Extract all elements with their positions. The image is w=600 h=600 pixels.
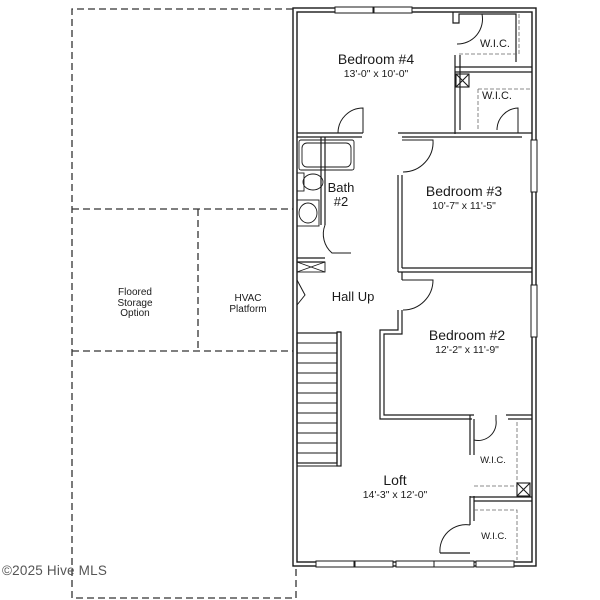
wic-label-3: W.I.C.	[480, 455, 506, 466]
room-dimensions: 14'-3" x 12'-0"	[362, 488, 428, 501]
room-name: Bedroom #4	[337, 51, 415, 67]
interior-walls	[296, 12, 532, 554]
storage-line3: Option	[120, 308, 150, 319]
storage-line1: Floored	[118, 287, 152, 298]
attic-outline	[71, 8, 297, 599]
doors	[296, 13, 519, 554]
room-name: Loft	[383, 472, 407, 488]
room-dimensions: 13'-0" x 10'-0"	[343, 67, 409, 80]
storage-label: Floored Storage Option	[117, 287, 153, 320]
bath-label-line2: #2	[333, 194, 349, 210]
room-hall: Hall Up	[331, 289, 375, 304]
hvac-label: HVAC Platform	[229, 293, 267, 315]
room-dimensions: 12'-2" x 11'-9"	[435, 343, 499, 356]
room-bath-2: Bath #2	[327, 180, 355, 210]
wic-label-1: W.I.C.	[480, 38, 510, 50]
watermark: ©2025 Hive MLS	[2, 563, 108, 578]
room-dimensions: 10'-7" x 11'-5"	[432, 199, 496, 212]
closet-shelves	[459, 14, 532, 560]
storage-line2: Storage	[117, 297, 153, 309]
room-name: Bedroom #3	[425, 183, 503, 199]
room-name: Bedroom #2	[428, 327, 506, 343]
room-bedroom-2: Bedroom #2 12'-2" x 11'-9"	[429, 327, 505, 356]
bath-label-line1: Bath	[327, 180, 355, 195]
hvac-line1: HVAC	[234, 293, 262, 304]
bath-fixtures	[296, 139, 355, 273]
room-loft: Loft 14'-3" x 12'-0"	[363, 472, 428, 501]
wic-label-4: W.I.C.	[481, 531, 507, 542]
room-bedroom-4: Bedroom #4 13'-0" x 10'-0"	[338, 51, 414, 80]
stair-treads	[297, 342, 341, 467]
wic-label-2: W.I.C.	[482, 90, 512, 102]
room-bedroom-3: Bedroom #3 10'-7" x 11'-5"	[426, 183, 502, 212]
windows	[315, 6, 538, 568]
hvac-line2: Platform	[229, 303, 267, 315]
attic-access	[455, 73, 531, 497]
